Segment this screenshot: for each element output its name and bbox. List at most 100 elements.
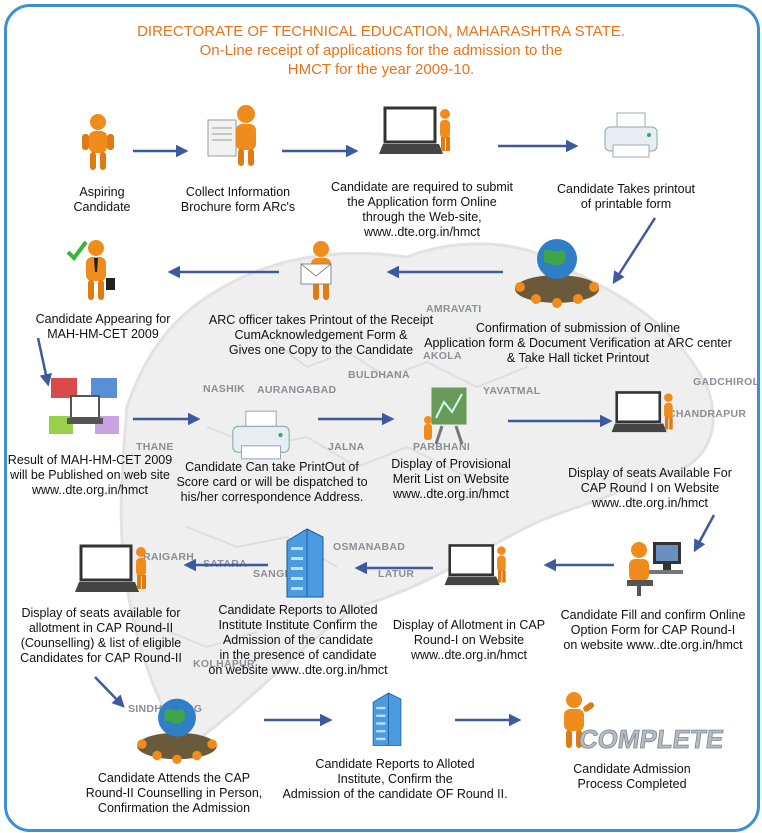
- printer-icon: [232, 410, 290, 460]
- map-district-label: OSMANABAD: [333, 541, 406, 553]
- laptop-icon: [444, 544, 506, 586]
- header-subtitle: On-Line receipt of applications for the …: [199, 42, 563, 59]
- step-label-line: Score card or will be dispatched to: [176, 475, 368, 489]
- laptop-icon: [379, 106, 450, 154]
- step-label-line: his/her correspondence Address.: [180, 490, 364, 504]
- step-label-line: Aspiring: [79, 185, 125, 199]
- step-label-line: the Application form Online: [347, 195, 497, 209]
- step-label-line: ARC officer takes Printout of the Receip…: [208, 313, 434, 327]
- step-label-line: Candidate Admission: [573, 762, 691, 776]
- step-label-line: Candidate Reports to Alloted: [315, 757, 475, 771]
- map-district-label: LATUR: [378, 568, 415, 580]
- map-district-label: YAVATMAL: [483, 385, 541, 397]
- step-label-line: allotment in CAP Round-II: [28, 621, 174, 635]
- person-at-computer-icon: [627, 542, 683, 596]
- step-label-line: Merit List on Website: [392, 472, 510, 486]
- step-label-line: Candidate Appearing for: [35, 312, 171, 326]
- step-label-line: & Take Hall ticket Printout: [506, 351, 650, 365]
- step-label-line: Confirmation of submission of Online: [475, 321, 681, 335]
- step-label-line: Gives one Copy to the Candidate: [228, 343, 414, 357]
- meeting-globe-icon: [137, 698, 217, 765]
- step-label-line: CAP Round I on Website: [580, 481, 720, 495]
- map-district-label: THANE: [136, 441, 174, 453]
- step-label-line: www..dte.org.in/hmct: [392, 487, 509, 501]
- map-district-label: CHANDRAPUR: [668, 408, 747, 420]
- businessman-checkmark-icon: [66, 240, 115, 300]
- step-label-line: Application form & Document Verification…: [424, 336, 732, 350]
- map-district-label: AKOLA: [423, 350, 462, 362]
- envelope-person-icon: [300, 241, 332, 300]
- header-title: DIRECTORATE OF TECHNICAL EDUCATION, MAHA…: [137, 23, 625, 40]
- institute-building-icon: [372, 692, 402, 746]
- printer-icon: [604, 112, 658, 158]
- step-label-line: www..dte.org.in/hmct: [591, 496, 708, 510]
- map-district-label: BULDHANA: [348, 369, 410, 381]
- step-label-line: (Counselling) & list of eligible: [20, 636, 182, 650]
- step-label-line: Candidate Takes printout: [556, 182, 696, 196]
- step-label-line: Process Completed: [577, 777, 687, 791]
- step-label-line: Candidate Fill and confirm Online: [560, 608, 746, 622]
- step-label-line: on website www..dte.org.in/hmct: [208, 663, 388, 677]
- brochure-reader-icon: [207, 105, 256, 166]
- network-results-icon: [49, 378, 119, 434]
- meeting-globe-icon: [515, 239, 599, 308]
- step-label-line: through the Web-site,: [362, 210, 482, 224]
- person-icon: [82, 114, 114, 170]
- map-district-label: NASHIK: [203, 383, 246, 395]
- complete-badge-text: COMPLETE: [577, 724, 726, 754]
- step-label-line: Collect Information: [185, 185, 291, 199]
- step-label-line: of printable form: [580, 197, 672, 211]
- step-label-line: www..dte.org.in/hmct: [410, 648, 527, 662]
- complete-badge-icon: COMPLETE: [564, 692, 726, 754]
- step-label-line: Display of Allotment in CAP: [392, 618, 546, 632]
- header-year: HMCT for the year 2009-10.: [287, 61, 475, 78]
- step-label-line: www..dte.org.in/hmct: [363, 225, 480, 239]
- step-label-line: Result of MAH-HM-CET 2009: [7, 453, 173, 467]
- laptop-icon: [75, 544, 146, 592]
- step-label-line: Round-I on Website: [413, 633, 525, 647]
- step-label-line: MAH-HM-CET 2009: [47, 327, 159, 341]
- step-label-line: Display of seats available for: [21, 606, 181, 620]
- merit-board-icon: [424, 384, 470, 445]
- step-label-line: Candidate Can take PrintOut of: [185, 460, 359, 474]
- step-label-line: www..dte.org.in/hmct: [31, 483, 148, 497]
- step-label-line: Brochure form ARc's: [180, 200, 296, 214]
- institute-building-icon: [286, 528, 324, 598]
- map-district-label: AURANGABAD: [257, 384, 337, 396]
- step-label-line: Round-II Counselling in Person,: [85, 786, 263, 800]
- step-label-line: Admission of the candidate: [222, 633, 374, 647]
- laptop-icon: [611, 391, 673, 433]
- step-label-line: Display of seats Available For: [568, 466, 732, 480]
- map-district-label: KOLHAPUR: [193, 658, 255, 670]
- map-district-label: PARBHANI: [413, 441, 471, 453]
- step-label-line: Candidate Attends the CAP: [97, 771, 251, 785]
- map-district-label: GADCHIROLI: [693, 376, 760, 388]
- map-district-label: SANGLI: [253, 568, 295, 580]
- step-label-line: Institute Institute Confirm the: [218, 618, 378, 632]
- step-label-line: CumAcknowledgement Form &: [234, 328, 408, 342]
- step-label-line: Candidate: [73, 200, 131, 214]
- map-district-label: SATARA: [203, 558, 247, 570]
- step-label-line: Institute, Confirm the: [337, 772, 453, 786]
- step-label-line: Candidate Reports to Alloted: [218, 603, 378, 617]
- map-district-label: JALNA: [328, 441, 365, 453]
- step-label-line: Candidate are required to submit: [330, 180, 514, 194]
- step-label-line: Option Form for CAP Round-I: [570, 623, 736, 637]
- step-label-line: Confirmation the Admission: [97, 801, 251, 815]
- map-district-label: RAIGARH: [143, 551, 195, 563]
- step-label-line: Display of Provisional: [391, 457, 511, 471]
